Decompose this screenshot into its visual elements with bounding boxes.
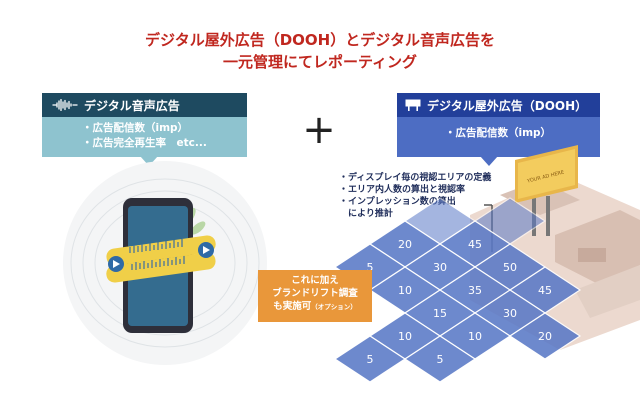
brand-lift-line: これに加え <box>291 275 339 286</box>
dooh-note-item: により推計 <box>339 209 393 219</box>
brand-lift-option-box: これに加え ブランドリフト調査 も実施可（オプション） <box>258 270 372 322</box>
audio-metric-item: ・広告完全再生率 etc... <box>82 137 207 149</box>
grid-cell <box>403 335 477 383</box>
grid-cell <box>508 312 582 360</box>
audio-ads-heading-label: デジタル音声広告 <box>84 98 180 113</box>
grid-cell-value: 10 <box>468 330 482 343</box>
brand-lift-line: ブランドリフト調査 <box>272 288 358 299</box>
grid-cell-value: 50 <box>503 261 517 274</box>
grid-cell-value: 30 <box>503 307 517 320</box>
grid-cell-value: 5 <box>367 353 374 366</box>
dooh-note-item: ・エリア内人数の算出と視認率 <box>339 185 466 195</box>
brand-lift-option-note: （オプション） <box>311 303 357 311</box>
grid-cell-value: 5 <box>437 353 444 366</box>
grid-cell-value: 20 <box>538 330 552 343</box>
billboard-icon <box>405 99 421 111</box>
smartphone-illustration <box>60 158 270 368</box>
grid-cell-value: 15 <box>433 307 447 320</box>
waveform-icon <box>52 99 78 111</box>
dooh-note-item: ・インプレッション数の算出 <box>339 197 456 207</box>
grid-cell-value: 5 <box>367 261 374 274</box>
grid-cell-value: 45 <box>468 238 482 251</box>
audio-callout-pointer <box>140 156 158 166</box>
audio-metric-item: ・広告配信数（imp） <box>82 122 189 134</box>
grid-cell-value: 10 <box>398 284 412 297</box>
plus-sign: + <box>302 107 336 153</box>
audio-ads-metrics: ・広告配信数（imp） ・広告完全再生率 etc... <box>42 117 247 157</box>
grid-cell-value: 30 <box>433 261 447 274</box>
grid-cell-value: 10 <box>398 330 412 343</box>
page-title-line1: デジタル屋外広告（DOOH）とデジタル音声広告を <box>145 31 495 49</box>
dooh-heading: デジタル屋外広告（DOOH） <box>397 93 600 117</box>
dooh-estimation-notes: ・ディスプレイ毎の視認エリアの定義 ・エリア内人数の算出と視認率 ・インプレッシ… <box>339 172 491 220</box>
dooh-note-item: ・ディスプレイ毎の視認エリアの定義 <box>339 173 492 183</box>
grid-cell-value: 45 <box>538 284 552 297</box>
page-title-line2: 一元管理にてレポーティング <box>222 53 418 71</box>
grid-cell <box>333 335 407 383</box>
grid-cell-value: 20 <box>398 238 412 251</box>
dooh-heading-label: デジタル屋外広告（DOOH） <box>427 98 588 113</box>
dooh-metric-item: ・広告配信数（imp） <box>445 127 552 139</box>
audio-ads-heading: デジタル音声広告 <box>42 93 247 117</box>
dooh-callout-pointer <box>480 156 498 166</box>
brand-lift-line: も実施可 <box>273 301 312 312</box>
grid-cell-value: 35 <box>468 284 482 297</box>
